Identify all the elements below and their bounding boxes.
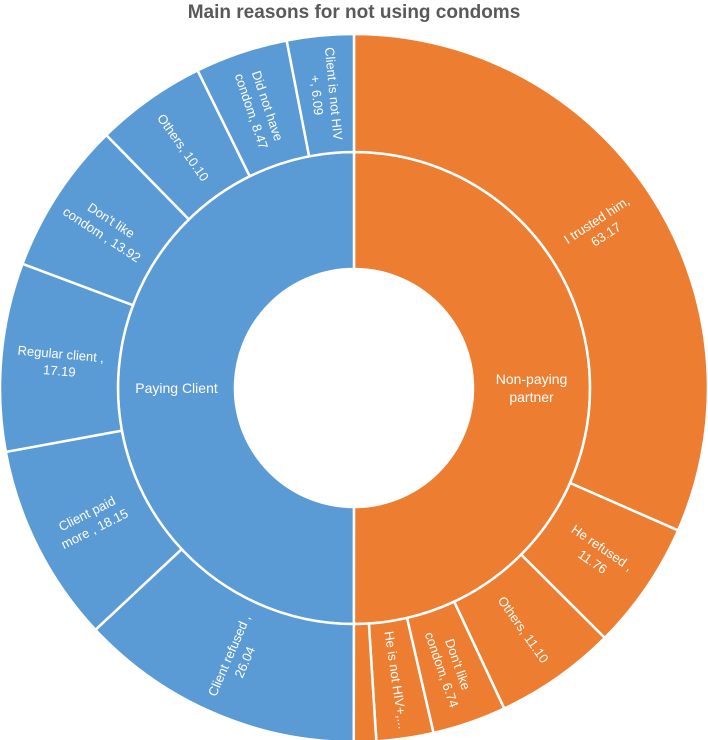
chart-title: Main reasons for not using condoms (187, 2, 521, 23)
outer-slice-paying-client-client-is-not-hiv[interactable] (285, 32, 356, 158)
outer-slice-non-paying-partner-i-trusted-him[interactable] (352, 32, 708, 533)
group-label-paying-client: Paying Client (135, 380, 218, 396)
